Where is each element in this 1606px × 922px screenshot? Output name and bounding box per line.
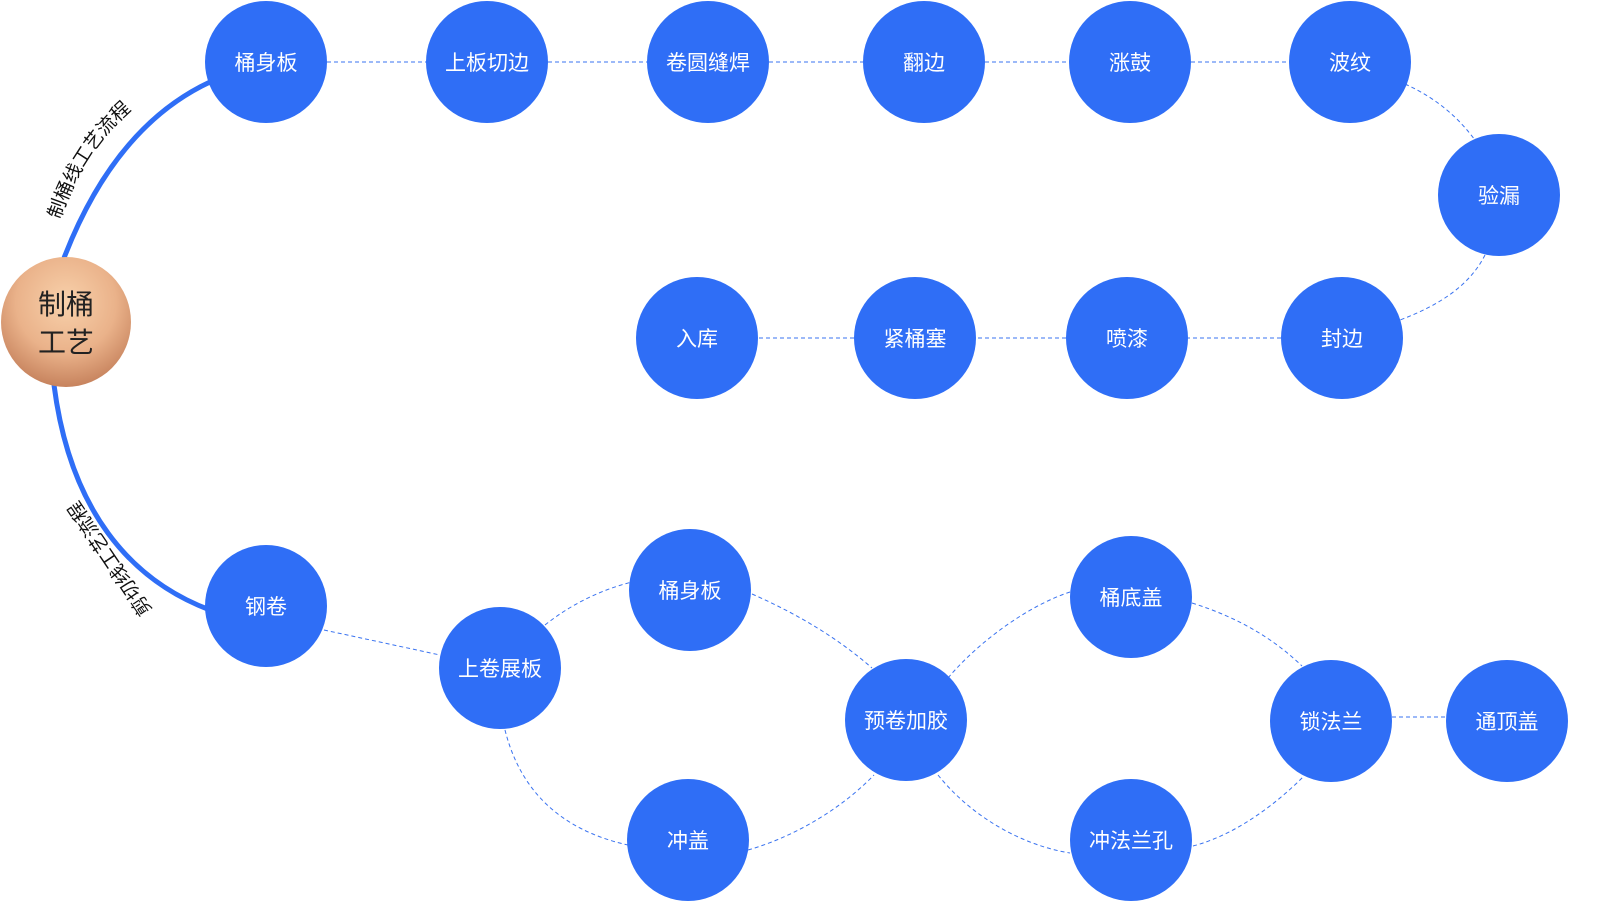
link-upper-6 xyxy=(1399,254,1486,321)
upper-node-5-label: 波纹 xyxy=(1329,51,1371,75)
lower-node-8-circle xyxy=(1446,660,1568,782)
upper-node-3: 翻边 xyxy=(863,1,985,123)
upper-node-4-circle xyxy=(1069,1,1191,123)
upper-node-1-label: 上板切边 xyxy=(445,51,529,75)
lower-node-6-circle xyxy=(1070,779,1192,901)
root-label-line2: 工艺 xyxy=(38,326,94,359)
upper-node-4-label: 涨鼓 xyxy=(1109,51,1151,75)
lower-node-3: 冲盖 xyxy=(627,779,749,901)
upper-node-3-label: 翻边 xyxy=(903,51,945,75)
upper-node-2-label: 卷圆缝焊 xyxy=(666,51,750,75)
upper-node-2: 卷圆缝焊 xyxy=(647,1,769,123)
upper-node-3-circle xyxy=(863,1,985,123)
lower-node-8: 通顶盖 xyxy=(1446,660,1568,782)
upper-node-0-circle xyxy=(205,1,327,123)
lower-node-7: 锁法兰 xyxy=(1270,660,1392,782)
lower-node-1-label: 上卷展板 xyxy=(458,657,542,681)
lower-node-5-label: 桶底盖 xyxy=(1100,586,1163,610)
branch-lower-label: 剪切线工艺流程 xyxy=(64,497,157,620)
upper-node-10-label: 入库 xyxy=(676,327,718,351)
upper-node-6-circle xyxy=(1438,134,1560,256)
upper-node-5: 波纹 xyxy=(1289,1,1411,123)
upper-node-7: 封边 xyxy=(1281,277,1403,399)
upper-node-8: 喷漆 xyxy=(1066,277,1188,399)
link-lower-bottom-to-lock xyxy=(1191,602,1303,667)
branch-lower-label-group: 剪切线工艺流程 xyxy=(64,497,157,620)
link-upper-5 xyxy=(1404,83,1476,141)
lower-node-5-circle xyxy=(1070,536,1192,658)
upper-node-0-label: 桶身板 xyxy=(235,51,298,75)
upper-node-1-circle xyxy=(426,1,548,123)
upper-node-9-label: 紧桶塞 xyxy=(884,327,947,351)
lower-node-2-label: 桶身板 xyxy=(659,579,722,603)
upper-node-6: 验漏 xyxy=(1438,134,1560,256)
lower-node-4: 预卷加胶 xyxy=(845,659,967,781)
lower-node-8-label: 通顶盖 xyxy=(1476,710,1539,734)
lower-node-4-label: 预卷加胶 xyxy=(864,709,948,733)
lower-node-1-circle xyxy=(439,607,561,729)
root-node: 制桶 工艺 xyxy=(1,257,131,387)
root-label-line1: 制桶 xyxy=(38,288,94,321)
upper-node-9: 紧桶塞 xyxy=(854,277,976,399)
upper-node-9-circle xyxy=(854,277,976,399)
link-lower-unroll-to-body xyxy=(544,581,633,626)
lower-node-0-label: 钢卷 xyxy=(245,595,287,619)
upper-node-1: 上板切边 xyxy=(426,1,548,123)
lower-node-2: 桶身板 xyxy=(629,529,751,651)
link-lower-unroll-to-cap xyxy=(504,729,629,846)
upper-node-6-label: 验漏 xyxy=(1478,184,1520,208)
branch-lower-line xyxy=(51,384,211,613)
upper-node-7-label: 封边 xyxy=(1321,327,1363,351)
link-lower-cap-to-precoil xyxy=(747,774,875,851)
lower-node-0-circle xyxy=(205,545,327,667)
upper-node-8-circle xyxy=(1066,277,1188,399)
upper-node-4: 涨鼓 xyxy=(1069,1,1191,123)
link-lower-precoil-to-bottom xyxy=(947,591,1071,679)
upper-node-10: 入库 xyxy=(636,277,758,399)
root-circle xyxy=(1,257,131,387)
upper-node-2-circle xyxy=(647,1,769,123)
lower-node-5: 桶底盖 xyxy=(1070,536,1192,658)
link-lower-flangehole-to-lock xyxy=(1192,776,1304,847)
upper-node-8-label: 喷漆 xyxy=(1106,327,1148,351)
upper-node-10-circle xyxy=(636,277,758,399)
lower-node-7-label: 锁法兰 xyxy=(1300,710,1363,734)
link-lower-precoil-to-flangehole xyxy=(937,774,1071,854)
links-layer xyxy=(323,61,1486,854)
lower-node-0: 钢卷 xyxy=(205,545,327,667)
lower-node-7-circle xyxy=(1270,660,1392,782)
lower-node-6: 冲法兰孔 xyxy=(1070,779,1192,901)
lower-node-3-circle xyxy=(627,779,749,901)
upper-node-7-circle xyxy=(1281,277,1403,399)
lower-node-6-label: 冲法兰孔 xyxy=(1089,829,1173,853)
branch-upper-line xyxy=(61,79,212,259)
upper-node-0: 桶身板 xyxy=(205,1,327,123)
lower-node-1: 上卷展板 xyxy=(439,607,561,729)
upper-node-5-circle xyxy=(1289,1,1411,123)
lower-node-3-label: 冲盖 xyxy=(667,829,709,853)
lower-node-4-circle xyxy=(845,659,967,781)
lower-node-2-circle xyxy=(629,529,751,651)
link-lower-body-to-precoil xyxy=(751,593,873,669)
link-lower-steel-to-unroll xyxy=(323,629,441,656)
